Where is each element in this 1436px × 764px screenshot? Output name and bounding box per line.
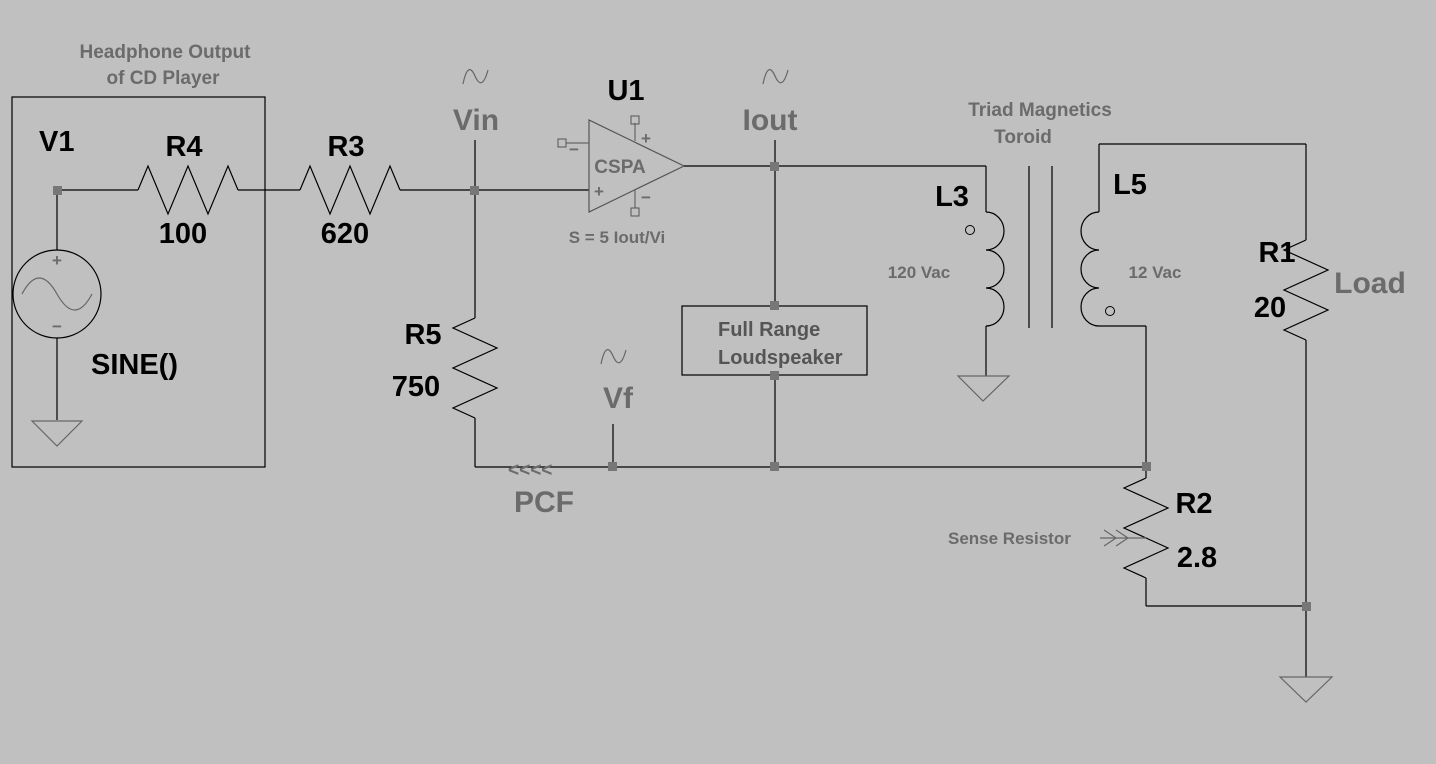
iout-label: Iout: [743, 104, 798, 137]
v1-ref: V1: [39, 126, 74, 158]
l5-ref: L5: [1113, 169, 1147, 201]
r2-ref: R2: [1175, 488, 1212, 520]
u1-spec: S = 5 Iout/Vi: [569, 228, 666, 247]
source-block-box: [11, 96, 266, 468]
l3-value: 120 Vac: [888, 263, 950, 282]
l5-value: 12 Vac: [1129, 263, 1182, 282]
ground-icon: [956, 375, 1011, 402]
speaker-line-2: Loudspeaker: [718, 347, 843, 369]
transformer-title-2: Toroid: [994, 127, 1052, 148]
iout-probe-icon: [762, 69, 789, 85]
pcf-arrows: <<<<: [508, 460, 552, 481]
source-block-title-2: of CD Player: [107, 68, 221, 89]
r1-resistor: [1282, 239, 1330, 341]
l5-inductor: [1080, 211, 1100, 327]
r4-value: 100: [159, 218, 207, 250]
v1-sine-source: + −: [12, 190, 102, 420]
svg-text:+: +: [52, 251, 62, 270]
l5-polarity-dot: [1105, 306, 1115, 316]
r4-ref: R4: [165, 131, 202, 163]
transformer-title-1: Triad Magnetics: [968, 100, 1112, 121]
sense-arrow-icon: [1100, 529, 1146, 547]
r3-value: 620: [321, 218, 369, 250]
source-block-title-1: Headphone Output: [80, 42, 252, 63]
u1-type-label: CSPA: [594, 157, 646, 178]
svg-text:−: −: [52, 317, 62, 336]
u1-cspa-amplifier: − + + −: [557, 115, 686, 217]
svg-text:−: −: [641, 188, 651, 207]
r4-resistor: [137, 164, 239, 216]
r3-ref: R3: [327, 131, 364, 163]
r1-load-label: Load: [1334, 267, 1406, 300]
r5-ref: R5: [404, 319, 441, 351]
vf-probe-icon: [600, 349, 627, 365]
r3-resistor: [299, 164, 401, 216]
ground-icon: [1278, 676, 1334, 703]
u1-ref: U1: [607, 75, 644, 107]
r2-resistor: [1122, 477, 1170, 579]
ground-icon: [30, 420, 84, 447]
vin-label: Vin: [453, 104, 499, 137]
svg-text:−: −: [569, 140, 579, 159]
svg-text:+: +: [641, 129, 651, 148]
junction-dots: [53, 162, 1311, 611]
v1-value: SINE(): [91, 349, 178, 381]
l3-polarity-dot: [965, 225, 975, 235]
r1-value: 20: [1254, 292, 1286, 324]
r1-ref: R1: [1258, 237, 1295, 269]
l3-ref: L3: [935, 181, 969, 213]
pcf-label: PCF: [514, 486, 574, 519]
r5-resistor: [451, 317, 499, 419]
l3-inductor: [985, 211, 1005, 327]
vin-probe-icon: [462, 69, 489, 85]
vf-label: Vf: [603, 382, 634, 415]
r5-value: 750: [392, 371, 440, 403]
r2-value: 2.8: [1177, 542, 1217, 574]
r2-sense-label: Sense Resistor: [948, 529, 1071, 548]
svg-text:+: +: [594, 182, 604, 201]
speaker-line-1: Full Range: [718, 319, 820, 341]
